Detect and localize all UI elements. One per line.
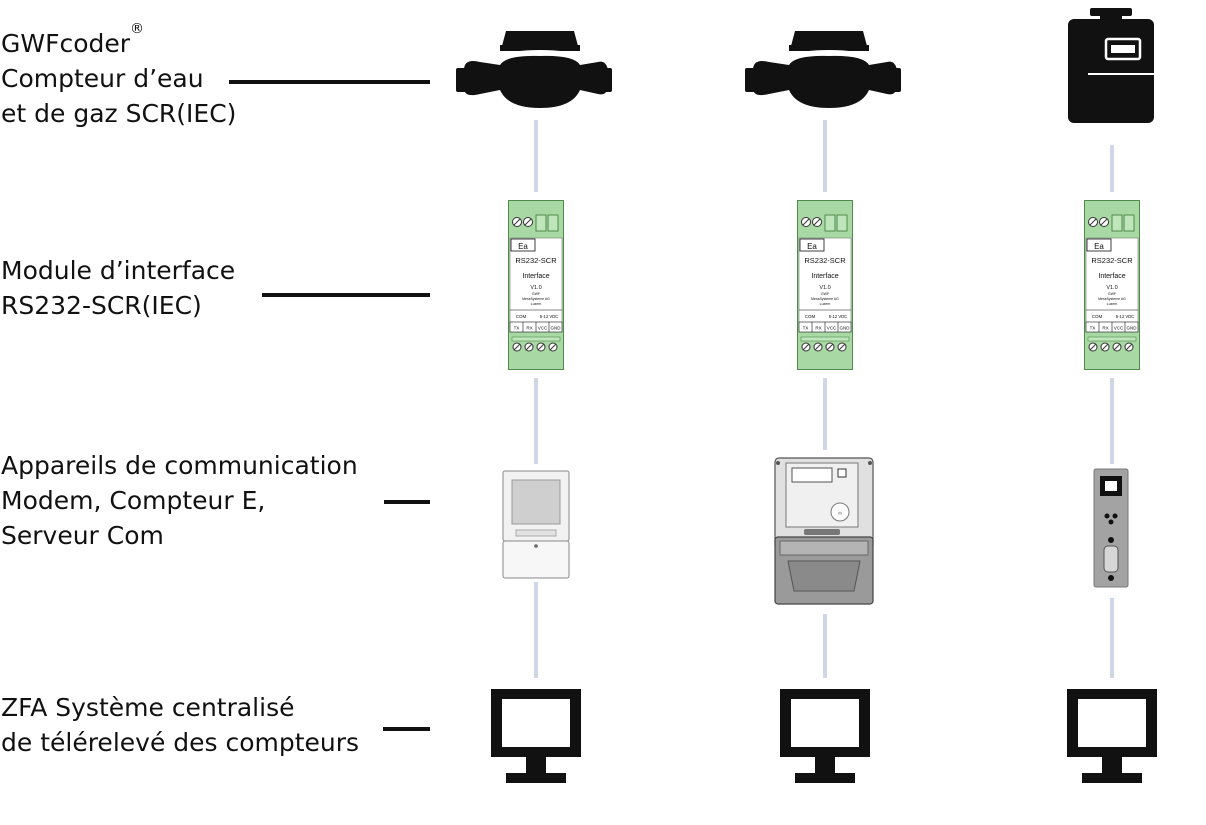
module-maker-line2: MessSysteme AG — [522, 297, 550, 301]
connector-col1-c — [534, 582, 538, 678]
row-label-central-line2: de télérelevé des compteurs — [1, 728, 360, 757]
module-pin-rx: RX — [815, 326, 821, 331]
connector-col2-a — [823, 120, 827, 192]
module-version: V1.0 — [819, 285, 830, 291]
row-label-interface-line1: Module d’interface — [1, 256, 236, 285]
leader-line-meters — [229, 80, 430, 84]
module-pin-tx: TX — [803, 326, 809, 331]
connector-col1-a — [534, 120, 538, 192]
module-pin-rx: RX — [1102, 326, 1108, 331]
trademark-symbol: ® — [130, 21, 145, 37]
module-maker-line2: MessSysteme AG — [1098, 297, 1126, 301]
module-maker-line1: GWF — [532, 292, 540, 296]
module-model: RS232-SCR — [1091, 256, 1133, 265]
module-pin-gnd: GND — [1127, 326, 1138, 331]
module-maker-line3: Luzern — [1107, 302, 1118, 306]
module-type: Interface — [522, 273, 549, 280]
electricity-meter-icon: ∞ — [774, 457, 874, 605]
module-maker-line1: GWF — [821, 292, 829, 296]
svg-text:∞: ∞ — [838, 510, 843, 517]
module-pin-gnd: GND — [551, 326, 562, 331]
interface-module-icon: Ea RS232-SCR Interface V1.0 GWF MessSyst… — [797, 200, 853, 370]
module-badge: Ea — [807, 242, 817, 251]
module-power-label: 5-12 VDC — [829, 314, 847, 319]
connector-col2-c — [823, 614, 827, 678]
leader-line-interface — [262, 293, 430, 297]
row-label-central: ZFA Système centralisé de télérelevé des… — [1, 690, 359, 760]
module-badge: Ea — [518, 242, 528, 251]
module-model: RS232-SCR — [804, 256, 846, 265]
module-pin-vcc: VCC — [538, 326, 548, 331]
row-label-interface: Module d’interface RS232-SCR(IEC) — [1, 253, 235, 323]
module-maker-line3: Luzern — [531, 302, 542, 306]
water-meter-icon — [745, 31, 901, 108]
row-label-comm-line1: Appareils de communication — [1, 451, 358, 480]
module-com-label: COM — [516, 314, 527, 319]
module-model: RS232-SCR — [515, 256, 557, 265]
module-pin-vcc: VCC — [827, 326, 837, 331]
monitor-icon — [1067, 689, 1157, 783]
module-maker-line3: Luzern — [820, 302, 831, 306]
interface-module-icon: Ea RS232-SCR Interface V1.0 GWF MessSyst… — [1084, 200, 1140, 370]
modem-icon — [502, 470, 570, 579]
row-label-interface-line2: RS232-SCR(IEC) — [1, 291, 202, 320]
row-label-comm: Appareils de communication Modem, Compte… — [1, 448, 358, 553]
module-pin-vcc: VCC — [1114, 326, 1124, 331]
water-meter-icon — [456, 31, 612, 108]
row-label-comm-line3: Serveur Com — [1, 521, 164, 550]
row-label-meters: GWFcoder® Compteur d’eau et de gaz SCR(I… — [1, 21, 237, 131]
module-version: V1.0 — [1106, 285, 1117, 291]
com-server-icon — [1093, 468, 1129, 588]
module-version: V1.0 — [530, 285, 541, 291]
leader-line-central — [383, 727, 430, 731]
row-label-meters-line3: et de gaz SCR(IEC) — [1, 99, 237, 128]
monitor-icon — [491, 689, 581, 783]
connector-col3-b — [1110, 378, 1114, 464]
module-pin-gnd: GND — [840, 326, 851, 331]
module-power-label: 5-12 VDC — [540, 314, 558, 319]
module-com-label: COM — [805, 314, 816, 319]
row-label-meters-line1: GWFcoder® — [1, 21, 145, 58]
module-maker-line2: MessSysteme AG — [811, 297, 839, 301]
module-pin-rx: RX — [526, 326, 532, 331]
module-type: Interface — [811, 273, 838, 280]
gas-meter-icon — [1068, 8, 1154, 123]
interface-module-icon: Ea RS232-SCR Interface V1.0 GWF MessSyst… — [508, 200, 564, 370]
module-power-label: 5-12 VDC — [1116, 314, 1134, 319]
module-type: Interface — [1098, 273, 1125, 280]
module-pin-tx: TX — [1090, 326, 1096, 331]
module-badge: Ea — [1094, 242, 1104, 251]
leader-line-comm — [384, 500, 430, 504]
connector-col3-c — [1110, 598, 1114, 678]
row-label-central-line1: ZFA Système centralisé — [1, 693, 295, 722]
monitor-icon — [780, 689, 870, 783]
connector-col2-b — [823, 378, 827, 450]
module-pin-tx: TX — [514, 326, 520, 331]
connector-col3-a — [1110, 145, 1114, 192]
module-maker-line1: GWF — [1108, 292, 1116, 296]
row-label-comm-line2: Modem, Compteur E, — [1, 486, 266, 515]
module-com-label: COM — [1092, 314, 1103, 319]
row-label-meters-line2: Compteur d’eau — [1, 64, 204, 93]
connector-col1-b — [534, 378, 538, 464]
